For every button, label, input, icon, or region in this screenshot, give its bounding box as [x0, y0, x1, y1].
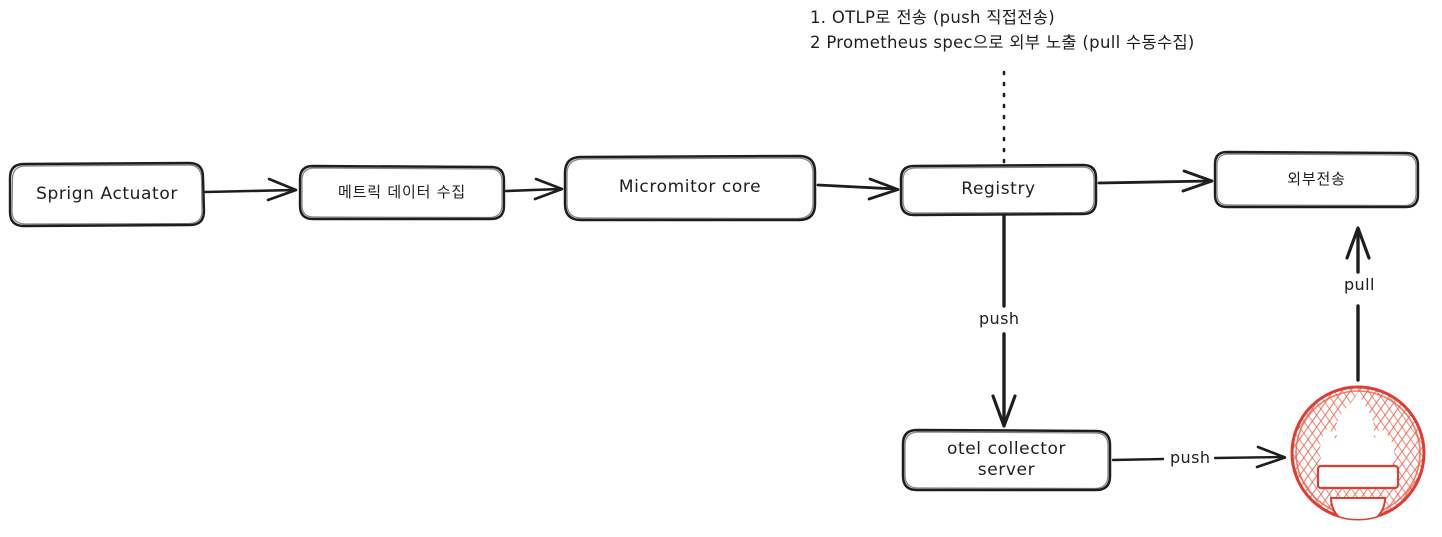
node-registry[interactable]: Registry: [901, 165, 1096, 215]
arrow-prometheus-to-external: [1345, 226, 1371, 382]
edge-label-otel-to-prometheus: push: [1166, 447, 1215, 468]
arrow-registry-to-otel: [991, 214, 1017, 428]
node-label-metric-collect: 메트릭 데이터 수집: [338, 183, 466, 202]
box-otel-collector: [901, 428, 1112, 492]
arrow-actuator-to-metric: [203, 177, 298, 202]
edge-label-registry-to-otel: push: [975, 308, 1024, 329]
prometheus-logo: [1290, 385, 1426, 521]
box-registry: [899, 163, 1098, 217]
annotation-line-2: 2 Prometheus spec으로 외부 노출 (pull 수동수집): [810, 32, 1195, 52]
node-label-registry: Registry: [961, 179, 1036, 200]
node-label-external-send: 외부전송: [1287, 170, 1346, 189]
node-otel-collector[interactable]: otel collector server: [903, 430, 1110, 490]
arrow-registry-to-external: [1097, 169, 1214, 193]
arrow-otel-to-prometheus: [1111, 445, 1287, 469]
arrow-metric-to-micrometer: [504, 177, 564, 201]
box-external-send: [1213, 150, 1420, 209]
node-metric-collect[interactable]: 메트릭 데이터 수집: [300, 166, 504, 219]
edge-label-prometheus-to-external: pull: [1340, 274, 1379, 295]
box-micrometer-core: [563, 154, 817, 222]
arrow-micrometer-to-registry: [816, 177, 900, 201]
node-external-send[interactable]: 외부전송: [1215, 152, 1418, 207]
node-label-micrometer-core: Micromitor core: [618, 177, 762, 198]
box-metric-collect: [298, 164, 506, 221]
node-spring-actuator[interactable]: Sprign Actuator: [10, 163, 204, 226]
node-label-otel-collector: otel collector server: [946, 438, 1067, 480]
node-micrometer-core[interactable]: Micromitor core: [565, 156, 815, 220]
box-spring-actuator: [8, 161, 206, 228]
node-label-spring-actuator: Sprign Actuator: [36, 183, 178, 204]
annotation-line-1: 1. OTLP로 전송 (push 직접전송): [810, 8, 1055, 27]
annotation-text: 1. OTLP로 전송 (push 직접전송) 2 Prometheus spe…: [810, 6, 1195, 56]
